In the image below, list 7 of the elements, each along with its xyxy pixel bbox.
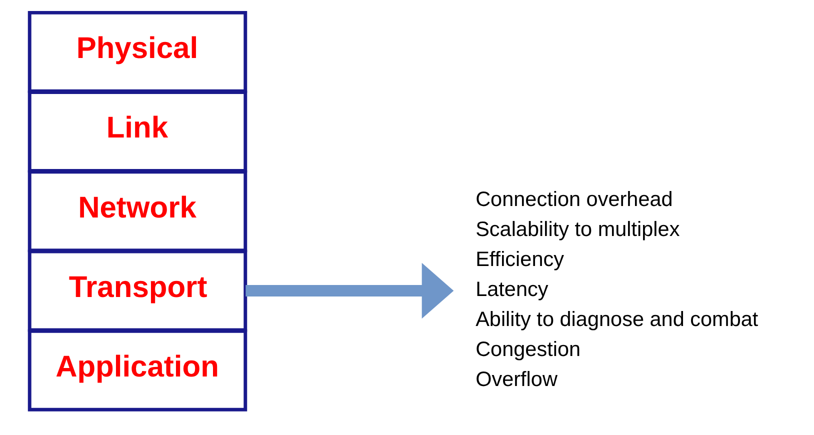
node-box: Physical bbox=[27, 10, 247, 93]
node-box: Network bbox=[27, 170, 247, 252]
node-box: Link bbox=[27, 90, 247, 172]
node-text: Connection overhead Scalability to multiplex Efficiency Latency Ability to diagnose and combat Congestion Overflow bbox=[475, 188, 758, 391]
arrow bbox=[245, 262, 454, 319]
node-box: Application bbox=[27, 329, 247, 412]
node-box: Transport bbox=[27, 250, 247, 332]
